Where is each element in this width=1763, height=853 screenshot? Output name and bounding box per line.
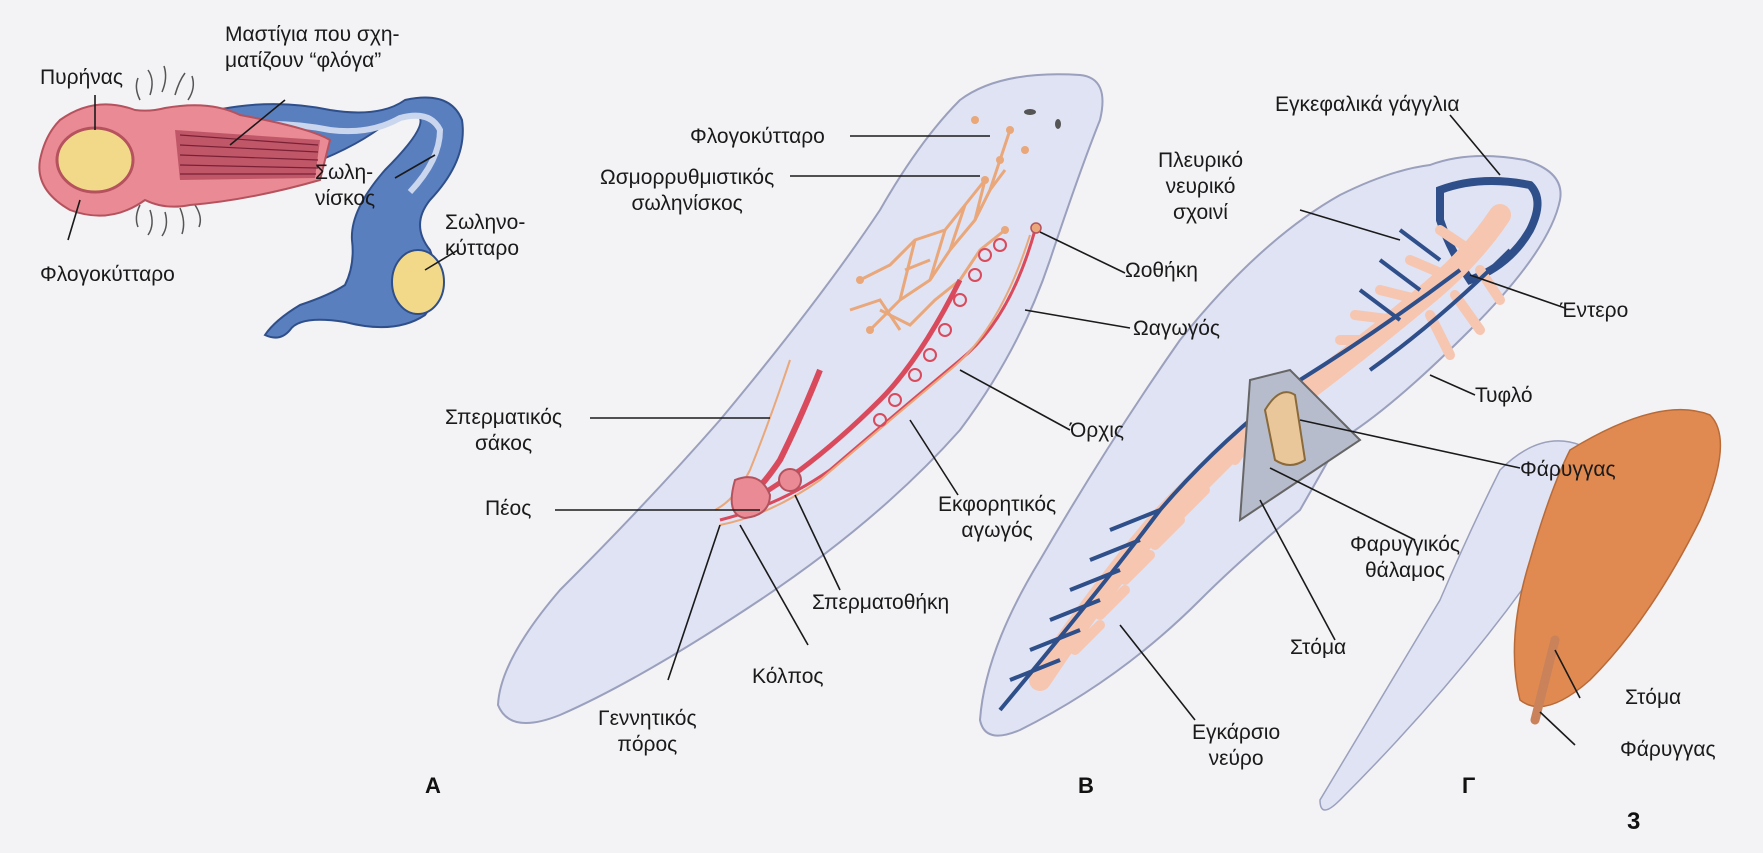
panel-letter-a: Α — [425, 773, 441, 799]
panel-letter-b: Β — [1078, 773, 1094, 799]
label-flame-cell-a: Φλογοκύτταρο — [40, 262, 175, 288]
label-vas-deferens: Εκφορητικός αγωγός — [938, 492, 1056, 544]
page-number: 3 — [1627, 808, 1640, 836]
tubule-cell-nucleus — [392, 250, 444, 314]
nucleus-shape — [57, 128, 133, 192]
label-osmoregulatory-tubule: Ωσμορρυθμιστικός σωληνίσκος — [600, 165, 774, 217]
label-spermatheca: Σπερματοθήκη — [812, 590, 949, 616]
label-sperm-sac: Σπερματικός σάκος — [445, 405, 562, 457]
label-genital-pore: Γεννητικός πόρος — [598, 706, 697, 758]
label-tubule-cell: Σωληνο- κύτταρο — [445, 210, 525, 262]
label-mouth-side: Στόμα — [1625, 685, 1681, 711]
label-oviduct: Ωαγωγός — [1133, 316, 1220, 342]
label-tubule: Σωλη- νίσκος — [315, 160, 375, 212]
label-pharyngeal-chamber: Φαρυγγικός θάλαμος — [1350, 532, 1460, 584]
label-transverse-nerve: Εγκάρσιο νεύρο — [1192, 720, 1280, 772]
label-pharynx-side: Φάρυγγας — [1620, 737, 1716, 763]
label-intestine: Έντερο — [1560, 298, 1628, 324]
label-flagella: Μαστίγια που σχη- ματίζουν “φλόγα” — [225, 22, 400, 74]
label-penis: Πέος — [485, 496, 531, 522]
label-lateral-nerve-cord: Πλευρικό νευρικό σχοινί — [1158, 148, 1243, 226]
label-ovary: Ωοθήκη — [1125, 258, 1198, 284]
label-cecum: Τυφλό — [1475, 383, 1533, 409]
label-vagina: Κόλπος — [752, 664, 824, 690]
label-testis: Όρχις — [1070, 418, 1124, 444]
label-pharynx: Φάρυγγας — [1520, 457, 1616, 483]
panel-letter-c: Γ — [1462, 773, 1475, 799]
label-mouth: Στόμα — [1290, 635, 1346, 661]
flame-cell-illustration — [39, 66, 462, 338]
label-cerebral-ganglia: Εγκεφαλικά γάγγλια — [1275, 92, 1459, 118]
label-flame-cell-b: Φλογοκύτταρο — [690, 124, 825, 150]
label-nucleus: Πυρήνας — [40, 65, 123, 91]
